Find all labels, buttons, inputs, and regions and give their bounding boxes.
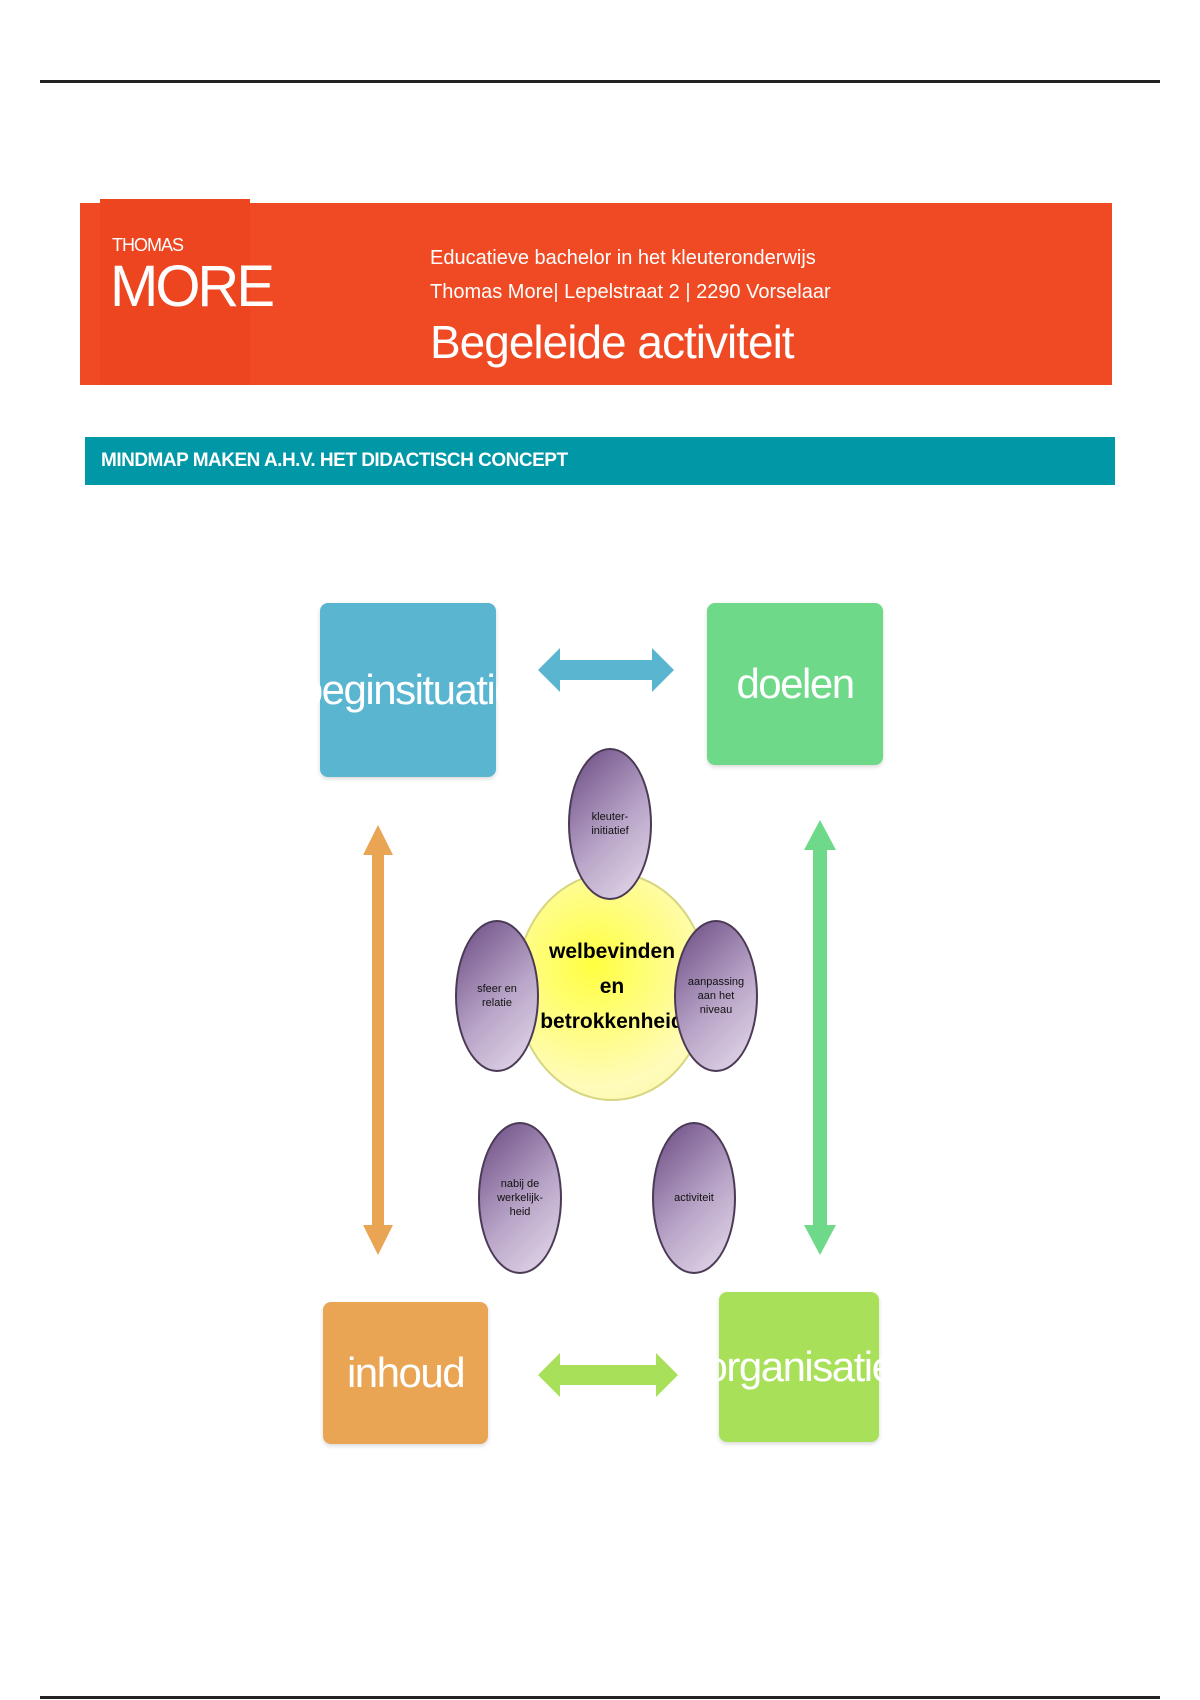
box-beginsituatie: beginsituatie bbox=[300, 603, 518, 777]
satellite-text: sfeer en bbox=[477, 983, 517, 995]
satellite-text: nabij de bbox=[500, 1178, 540, 1190]
satellite-text: relatie bbox=[482, 997, 512, 1009]
satellite-text: werkelijk- bbox=[497, 1192, 543, 1204]
box-inhoud: inhoud bbox=[323, 1302, 488, 1444]
satellite-aanpassing: aanpassing aan het niveau bbox=[674, 920, 758, 1072]
logo-top: THOMAS bbox=[112, 235, 184, 255]
satellite-text: kleuter- bbox=[591, 811, 629, 823]
program-line: Educatieve bachelor in het kleuteronderw… bbox=[430, 247, 816, 269]
center-circle: welbevinden en betrokkenheid bbox=[515, 872, 709, 1101]
satellite-kleuterinitiatief: kleuter- initiatief bbox=[568, 748, 652, 900]
thomas-more-logo: THOMAS MORE bbox=[100, 199, 275, 385]
bottom-rule bbox=[40, 1696, 1160, 1699]
top-rule bbox=[40, 80, 1160, 83]
center-line: betrokkenheid bbox=[540, 1010, 684, 1033]
satellite-text: niveau bbox=[699, 1004, 733, 1016]
arrow-top bbox=[538, 648, 674, 692]
satellite-text: aanpassing bbox=[687, 976, 745, 988]
section-title: MINDMAP MAKEN A.H.V. HET DIDACTISCH CONC… bbox=[85, 437, 1115, 485]
page-title: Begeleide activiteit bbox=[430, 316, 795, 368]
satellite-text: activiteit bbox=[674, 1192, 714, 1204]
satellite-activiteit: activiteit bbox=[652, 1122, 736, 1274]
satellite-text: heid bbox=[509, 1206, 531, 1218]
satellite-text: initiatief bbox=[591, 825, 629, 837]
arrow-bottom bbox=[538, 1353, 678, 1397]
center-line: welbevinden bbox=[548, 940, 676, 963]
satellite-text: aan het bbox=[697, 990, 735, 1002]
center-line: en bbox=[599, 975, 625, 998]
box-organisatie: organisatie bbox=[705, 1292, 895, 1442]
address-line: Thomas More| Lepelstraat 2 | 2290 Vorsel… bbox=[430, 281, 831, 303]
logo-main: MORE bbox=[110, 254, 275, 319]
satellite-werkelijkheid: nabij de werkelijk- heid bbox=[478, 1122, 562, 1274]
arrow-right bbox=[804, 820, 836, 1255]
satellite-sfeer-relatie: sfeer en relatie bbox=[455, 920, 539, 1072]
header-banner: THOMAS MORE Educatieve bachelor in het k… bbox=[80, 199, 1112, 385]
arrow-left bbox=[363, 825, 393, 1255]
box-doelen: doelen bbox=[707, 603, 883, 765]
